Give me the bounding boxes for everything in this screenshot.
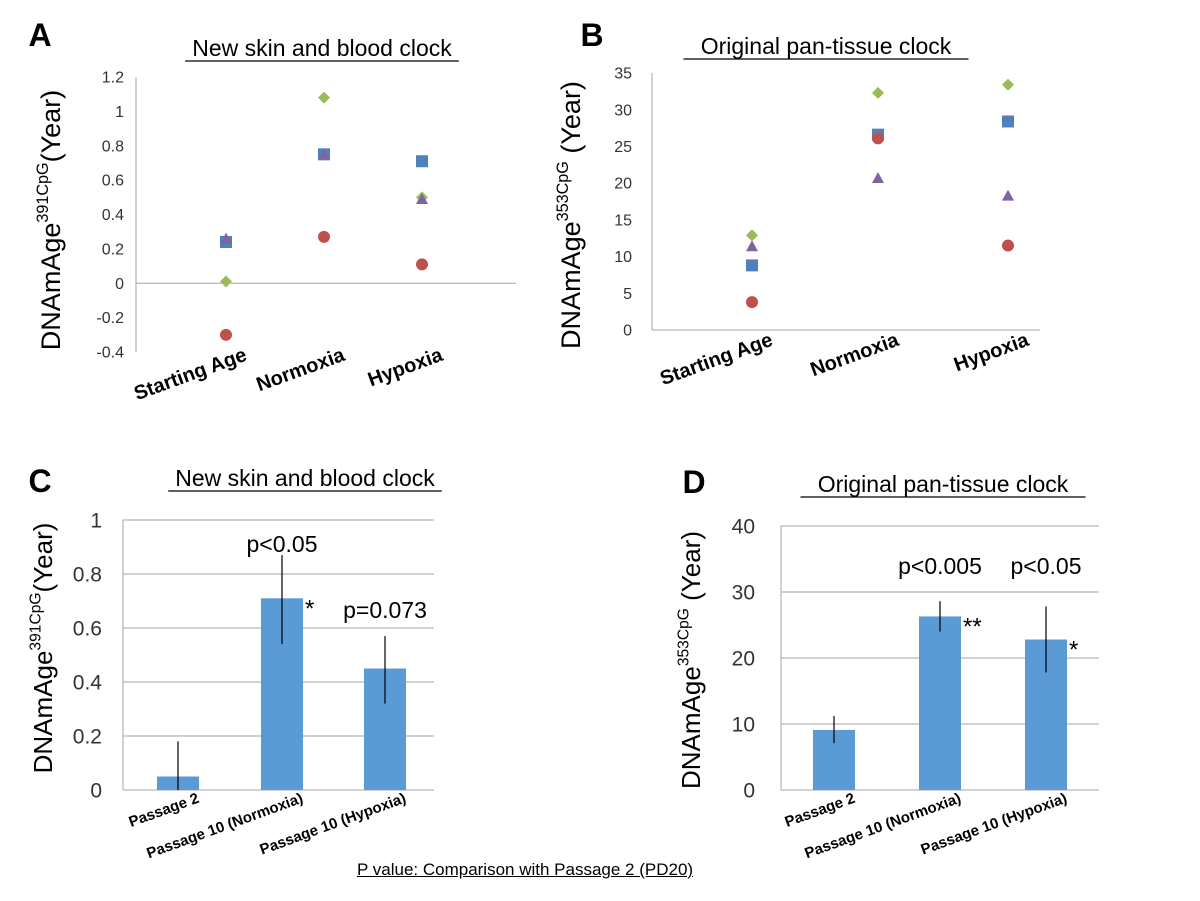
y-axis-label: DNAmAge391CpG(Year) — [27, 523, 58, 774]
data-point-diamond — [318, 91, 330, 104]
data-point-circle — [1002, 239, 1014, 252]
data-point-circle — [872, 132, 884, 145]
y-tick-label: 0.8 — [102, 138, 124, 155]
y-tick-label: 1 — [90, 509, 102, 532]
data-point-triangle — [1002, 189, 1014, 201]
panel-letter: D — [682, 464, 705, 500]
y-tick-label: -0.4 — [96, 345, 124, 362]
y-axis-label-text: DNAmAge — [36, 223, 66, 351]
data-point-diamond — [872, 86, 884, 99]
y-tick-label: 10 — [614, 249, 632, 266]
y-tick-label: 25 — [614, 139, 632, 156]
data-point-circle — [746, 296, 758, 309]
y-tick-label: 0.8 — [73, 563, 102, 586]
x-category-label: Passage 2 — [127, 790, 202, 831]
y-tick-label: 0.4 — [73, 671, 103, 694]
panel-letter: C — [28, 463, 51, 499]
y-axis-label-superscript: 391CpG — [34, 162, 52, 222]
data-point-square — [746, 259, 758, 272]
data-point-diamond — [1002, 78, 1014, 91]
y-tick-label: 5 — [623, 286, 632, 303]
bar — [919, 616, 961, 790]
y-axis-label: DNAmAge353CpG (Year) — [675, 531, 706, 789]
y-axis-label-superscript: 391CpG — [27, 592, 44, 650]
data-point-triangle — [220, 232, 232, 244]
chart-title: Original pan-tissue clock — [818, 471, 1069, 497]
y-tick-label: 0.2 — [102, 241, 124, 258]
chart-title: New skin and blood clock — [175, 465, 435, 491]
y-axis-label: DNAmAge391CpG(Year) — [34, 90, 66, 350]
y-axis-label-text: DNAmAge — [556, 221, 586, 349]
y-axis-label-superscript: 353CpG — [675, 608, 692, 666]
y-axis-label-unit: (Year) — [556, 81, 586, 161]
y-tick-label: 0 — [115, 276, 124, 293]
significance-star: * — [1069, 637, 1078, 664]
p-value-label: p=0.073 — [343, 597, 427, 623]
y-tick-label: 0.4 — [102, 207, 124, 224]
y-tick-label: 0 — [743, 779, 755, 802]
significance-star: * — [305, 595, 314, 622]
data-point-diamond — [220, 275, 232, 288]
y-axis-label-superscript: 353CpG — [554, 161, 572, 221]
chart-title: Original pan-tissue clock — [701, 33, 952, 59]
panel-letter: B — [580, 17, 603, 53]
y-axis-label: DNAmAge353CpG (Year) — [554, 81, 586, 349]
y-tick-label: -0.2 — [96, 310, 124, 327]
y-tick-label: 40 — [732, 515, 755, 538]
data-point-square — [416, 155, 428, 168]
y-tick-label: 0.6 — [73, 617, 102, 640]
y-tick-label: 20 — [614, 176, 632, 193]
data-point-triangle — [318, 148, 330, 160]
y-tick-label: 0.2 — [73, 725, 102, 748]
y-tick-label: 1.2 — [102, 70, 124, 87]
p-value-label: p<0.05 — [1011, 553, 1082, 579]
y-axis-label-unit: (Year) — [28, 523, 58, 593]
y-tick-label: 10 — [732, 713, 755, 736]
y-tick-label: 35 — [614, 66, 632, 83]
data-point-diamond — [746, 229, 758, 242]
y-axis-label-text: DNAmAge — [28, 651, 58, 774]
x-category-label: Normoxia — [253, 344, 348, 397]
chart-title: New skin and blood clock — [192, 35, 452, 61]
footnote: P value: Comparison with Passage 2 (PD20… — [357, 860, 694, 879]
x-category-label: Starting Age — [657, 329, 776, 390]
y-tick-label: 30 — [732, 581, 755, 604]
p-value-label: p<0.05 — [247, 531, 318, 557]
y-axis-label-unit: (Year) — [676, 531, 706, 608]
p-value-label: p<0.005 — [898, 553, 982, 579]
y-axis-label-unit: (Year) — [36, 90, 66, 163]
y-tick-label: 1 — [115, 104, 124, 121]
y-tick-label: 30 — [614, 102, 632, 119]
y-tick-label: 0 — [623, 323, 632, 340]
y-tick-label: 20 — [732, 647, 755, 670]
x-category-label: Normoxia — [807, 329, 902, 382]
data-point-triangle — [746, 240, 758, 252]
y-tick-label: 15 — [614, 212, 632, 229]
data-point-triangle — [416, 193, 428, 205]
data-point-triangle — [872, 172, 884, 184]
data-point-circle — [318, 230, 330, 243]
significance-star: ** — [963, 613, 982, 640]
x-category-label: Hypoxia — [951, 329, 1032, 377]
data-point-circle — [220, 328, 232, 341]
data-point-circle — [416, 258, 428, 271]
x-category-label: Passage 2 — [783, 790, 858, 831]
panel-letter: A — [28, 17, 51, 53]
x-category-label: Hypoxia — [365, 344, 446, 392]
data-point-square — [1002, 115, 1014, 128]
y-tick-label: 0 — [90, 779, 102, 802]
x-category-label: Starting Age — [131, 344, 250, 405]
y-tick-label: 0.6 — [102, 173, 124, 190]
y-axis-label-text: DNAmAge — [676, 666, 706, 789]
